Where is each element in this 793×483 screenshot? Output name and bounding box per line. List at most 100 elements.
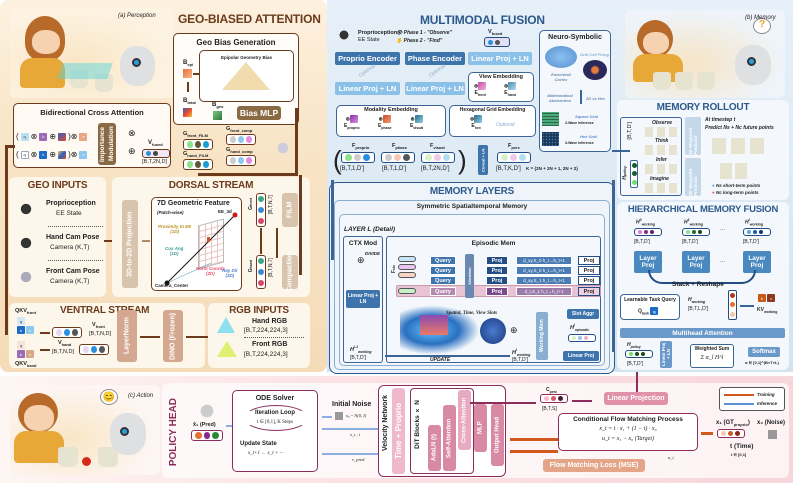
hand-camera-icon: [16, 233, 36, 253]
h-episodic-token: [568, 334, 596, 342]
b-geo-icon: [213, 111, 222, 120]
ray-line: [166, 262, 212, 284]
robot-eye: [132, 58, 141, 67]
linear-projection-block: Linear Projection: [604, 392, 668, 405]
camera-kt-label: Camera (K,T): [50, 278, 90, 285]
v-hand-dim: [B,T,N,D]: [52, 349, 75, 355]
connector-line: [5, 145, 8, 335]
modality-embedding-title: Modality Embedding: [364, 107, 418, 113]
step-think: Think: [655, 138, 669, 144]
ee-state-label: EE State: [56, 210, 82, 217]
cups-infer: [645, 164, 679, 174]
rgb-inputs-title: RGB INPUTS: [229, 305, 289, 316]
camera-center-point: [164, 280, 170, 286]
query-block: Query: [430, 276, 456, 285]
h-working-1-dim: [B,T,D']: [682, 239, 698, 245]
neuro-symbolic-title: Neuro-Symbolic: [548, 34, 602, 41]
learnable-query-label: Learnable Task Query: [624, 297, 676, 303]
layer-proj-0: Layer Proj: [634, 251, 662, 273]
ode-solver-title: ODE Solver: [255, 395, 295, 402]
layer-l-title: LAYER L (Detail): [344, 226, 396, 233]
h-working-l-token: [743, 228, 771, 236]
cup-icon: [58, 447, 78, 467]
c-perc-dim: [B,T,S]: [542, 406, 557, 412]
geo-bias-generation-title: Geo Bias Generation: [196, 38, 276, 47]
g-front-film-token: [183, 139, 213, 150]
g-hand-comp-label: Ghand_comp: [226, 147, 253, 155]
ray-dir-label: Ray Dir(3D): [222, 268, 238, 278]
hand-icon: ✋: [396, 38, 404, 44]
paren-close: ): [458, 145, 467, 175]
g-front-label: Gfront: [248, 198, 254, 210]
h-working-l: Hlworking: [745, 218, 764, 227]
f-visual-label: Fvisual: [430, 143, 445, 151]
time-proprio-block: Time + Proprio: [392, 388, 405, 474]
x1-pred-icon: [195, 402, 219, 420]
h-working-label: Hlworking: [512, 348, 531, 357]
hand-rgb-cone-icon: [217, 317, 235, 333]
g-hand-label: Ghand: [248, 260, 254, 273]
h-policy-token: [625, 350, 653, 358]
eye-icon: 👁: [396, 30, 404, 36]
e-hex-item: ⊕Ehex: [470, 115, 483, 130]
proj-block: Proj: [578, 256, 600, 265]
divider: [244, 337, 304, 338]
dorsal-stream-title: DORSAL STREAM: [168, 180, 254, 191]
softmax-formula: α ∈ [0,1]^(B×T×L): [745, 360, 779, 365]
add-op: ⊕: [510, 325, 518, 335]
g-hand-film-label: Ghand_FILM: [183, 151, 209, 159]
h-working-prev-dim: [B,T,D']: [350, 355, 366, 361]
episodic-title: Episodic Mem: [471, 240, 516, 247]
proprio-sub: EE State: [358, 37, 380, 43]
optional-label: Optional: [496, 122, 515, 128]
section-label-perception: (a) Perception: [118, 13, 156, 19]
e-phase-item: ⊕Ephase: [378, 115, 392, 130]
g-front-film-label: Gfront_FILM: [183, 131, 208, 139]
f-visual-token: [421, 152, 455, 163]
connector-line: [299, 175, 302, 275]
output-head-block: Output Head: [491, 404, 504, 466]
c-perc-label: Cperc: [546, 387, 558, 394]
hand-rgb-dim: [B,T,224,224,3]: [244, 327, 288, 334]
hex-grid-icon: [542, 132, 559, 146]
weighted-sum-label: Weighted Sum: [694, 346, 730, 352]
proj-stack: Proj Proj Proj: [486, 256, 508, 285]
epipolar-triangle: [222, 62, 270, 90]
proj-block: Proj: [486, 256, 508, 265]
hand-rgb-label: Hand RGB: [252, 318, 287, 325]
flow-loss-block: Flow Matching Loss (MSE): [543, 459, 645, 472]
weighted-sum-formula: Σ α_l H^l: [700, 355, 724, 361]
geo-input-item: Hand Cam Pose Camera (K,T): [12, 229, 104, 257]
cross-attention-block: Cross-Attention: [458, 390, 471, 450]
layer-proj-l: Layer Proj: [743, 251, 771, 273]
v-front-token: [52, 327, 82, 338]
memory-cube: [420, 315, 448, 335]
child-shirt: [14, 431, 64, 463]
query-stack: Query Query Query: [430, 256, 456, 285]
inference-arrow: [322, 428, 392, 430]
f-perc-dim: [B,T,K,D']: [496, 166, 521, 172]
projection-marker: [207, 237, 210, 242]
arrow: [572, 400, 592, 402]
connector-line: [612, 180, 615, 352]
geometric-feature-box: [151, 197, 242, 291]
g-hand-dim: [B,T,N,7]: [268, 258, 274, 278]
ctx-mod-box: [343, 236, 383, 363]
learnable-query-box: [620, 294, 680, 320]
hop-stack: d_xy,S_0 h_t→h_t+1 d_xy,S_0 h_t→h_t+1 d_…: [516, 256, 572, 285]
b-geo-label: Bgeo: [212, 102, 224, 110]
grid-cell-label: Grid Cell Firing: [580, 52, 609, 57]
b-epi-label: Bepi: [183, 60, 194, 68]
v-fused-token: [142, 149, 170, 158]
kv-working-label: KVworking: [757, 307, 778, 314]
inference-arrow: [322, 453, 392, 455]
symmetric-box: [334, 200, 610, 370]
hex-grid-sub: 3-Wave Inference: [565, 141, 594, 145]
cups-think: [645, 145, 679, 155]
legend-inference: Inference: [724, 401, 777, 406]
rgb-inputs-box: [208, 303, 310, 368]
e-proprio-item: ⊕Eproprio: [344, 115, 360, 130]
e-hand-item: ⊕Ehand: [504, 82, 517, 97]
geo-biased-attention-title: GEO-BIASED ATTENTION: [178, 12, 321, 26]
